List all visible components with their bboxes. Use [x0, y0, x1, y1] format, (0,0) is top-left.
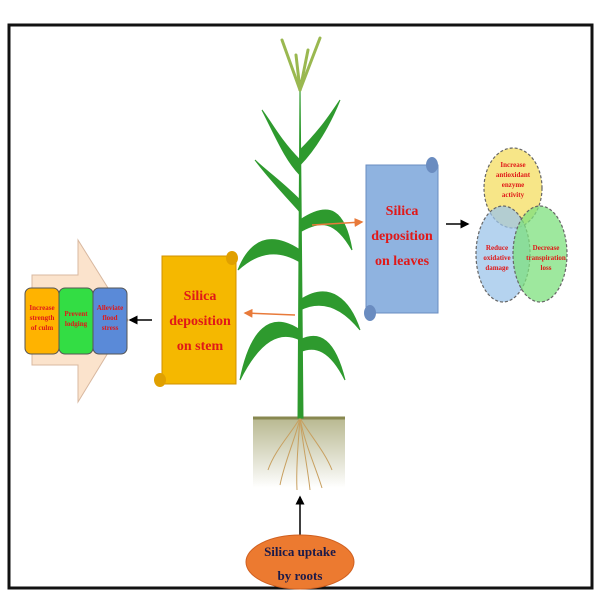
roots-icon — [267, 417, 333, 491]
arrow-to-leaves — [311, 217, 364, 227]
leaf-effects-venn — [475, 147, 568, 303]
venn-circle-3 — [512, 205, 568, 303]
panicle-icon — [280, 36, 322, 92]
arrow-to-stem — [243, 308, 296, 318]
plant-icon — [237, 79, 361, 419]
